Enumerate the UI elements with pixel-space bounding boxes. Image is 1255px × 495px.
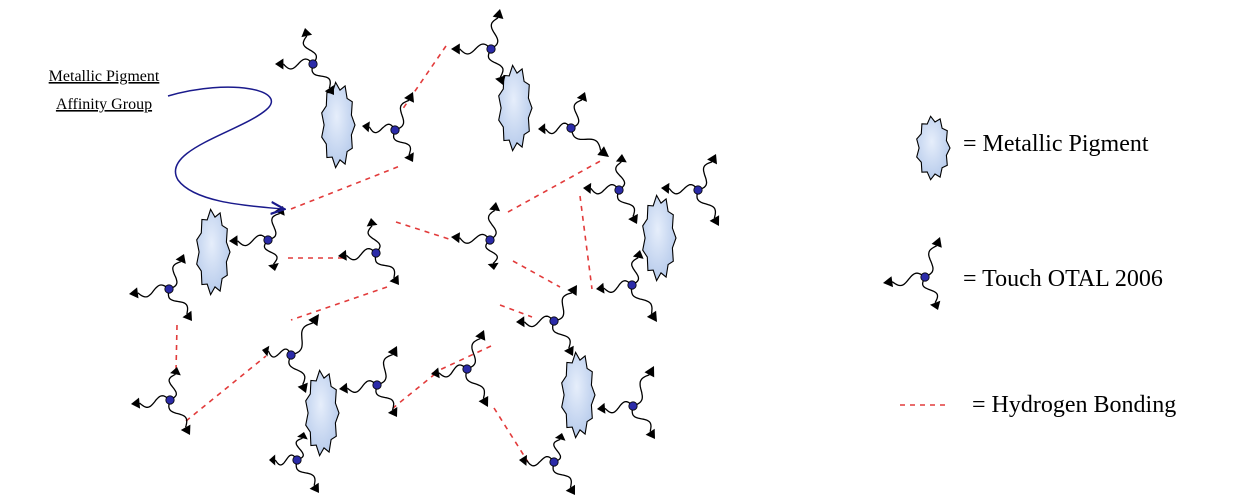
touch-otal-molecule-icon — [516, 285, 577, 356]
callout-line-1: Metallic Pigment — [49, 68, 160, 85]
metallic-pigment-icon — [498, 64, 533, 152]
legend-pigment-icon — [916, 115, 951, 181]
touch-otal-molecule-icon — [362, 92, 414, 162]
touch-otal-molecule-icon — [131, 367, 191, 435]
legend-bond-label: = Hydrogen Bonding — [972, 392, 1176, 418]
touch-otal-molecule-icon — [229, 206, 285, 271]
touch-otal-molecule-icon — [431, 330, 489, 407]
legend-molecule-icon — [883, 237, 942, 310]
touch-otal-molecule-icon — [275, 28, 334, 95]
metallic-pigment-icon — [305, 369, 340, 457]
callout-line-2: Affinity Group — [56, 96, 152, 113]
metallic-pigment-icon — [196, 208, 231, 296]
touch-otal-molecule-icon — [597, 366, 655, 439]
metallic-pigment-icon — [916, 115, 951, 181]
legend-pigment-label: = Metallic Pigment — [963, 131, 1149, 157]
touch-otal-molecule-icon — [338, 218, 399, 285]
metallic-pigment-icon — [561, 351, 596, 439]
affinity-group-callout: Metallic Pigment Affinity Group — [49, 68, 283, 209]
touch-otal-molecule-icon — [269, 432, 319, 493]
touch-otal-molecule-icon — [583, 154, 638, 224]
touch-otal-molecule-icon — [339, 346, 398, 417]
touch-otal-molecule-icon — [596, 250, 657, 322]
touch-otal-molecule-icon — [451, 9, 506, 85]
metallic-pigment-icon — [321, 81, 356, 169]
touch-otal-molecule-icon — [538, 92, 609, 157]
legend: = Metallic Pigment = Touch OTAL 2006 = H… — [883, 115, 1176, 418]
metallic-pigments — [196, 64, 677, 457]
legend-molecule-label: = Touch OTAL 2006 — [963, 266, 1163, 292]
metallic-pigment-icon — [642, 194, 677, 282]
touch-otal-molecules — [129, 9, 720, 495]
touch-otal-molecule-icon — [451, 202, 501, 270]
touch-otal-molecule-icon — [661, 154, 720, 226]
touch-otal-molecule-icon — [519, 433, 575, 495]
touch-otal-molecule-icon — [883, 237, 942, 310]
callout-arrow — [167, 86, 283, 209]
hydrogen-bonds — [175, 45, 605, 463]
touch-otal-molecule-icon — [129, 254, 192, 321]
touch-otal-molecule-icon — [262, 314, 319, 393]
